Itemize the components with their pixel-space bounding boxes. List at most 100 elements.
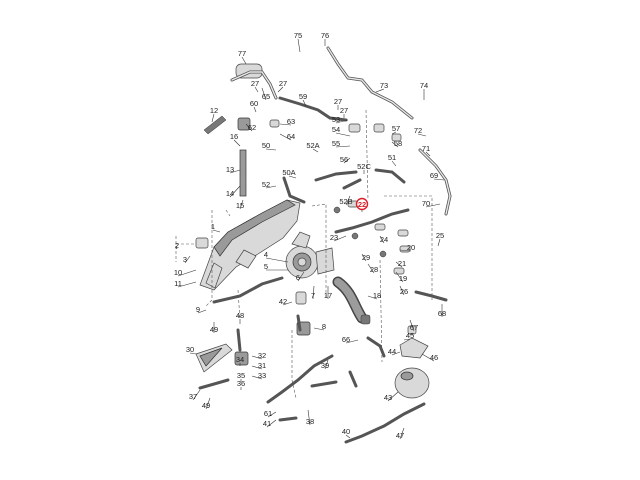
- callout-c14[interactable]: 14: [226, 189, 234, 198]
- callout-c74[interactable]: 74: [420, 81, 428, 90]
- callout-c19[interactable]: 19: [399, 274, 407, 283]
- callout-c10[interactable]: 10: [174, 268, 182, 277]
- callout-c32[interactable]: 32: [258, 351, 266, 360]
- callout-c52B[interactable]: 52B: [339, 197, 352, 206]
- callout-c67[interactable]: 67: [410, 323, 418, 332]
- callout-c24[interactable]: 24: [380, 235, 388, 244]
- leader-line-c52: [265, 185, 277, 189]
- callout-c64[interactable]: 64: [287, 132, 295, 141]
- callout-c4[interactable]: 4: [264, 250, 268, 259]
- callout-c9[interactable]: 9: [196, 305, 200, 314]
- callout-c34[interactable]: 34: [236, 355, 244, 364]
- callout-c52[interactable]: 52: [262, 180, 270, 189]
- intake-manifold: [199, 199, 301, 291]
- callout-c18[interactable]: 18: [373, 291, 381, 300]
- callout-c38[interactable]: 38: [306, 417, 314, 426]
- callout-c68[interactable]: 68: [438, 309, 446, 318]
- leader-line-c51: [391, 160, 397, 167]
- callout-c76[interactable]: 76: [321, 31, 329, 40]
- callout-c45[interactable]: 45: [406, 331, 414, 340]
- callout-c53[interactable]: 53: [332, 115, 340, 124]
- callout-c3[interactable]: 3: [183, 255, 187, 264]
- callout-c40[interactable]: 40: [342, 427, 350, 436]
- callout-c36[interactable]: 36: [237, 379, 245, 388]
- callout-c57[interactable]: 57: [392, 124, 400, 133]
- callout-c2[interactable]: 2: [175, 241, 179, 250]
- callout-c59[interactable]: 59: [299, 92, 307, 101]
- callout-c73[interactable]: 73: [380, 81, 388, 90]
- callout-c27a[interactable]: 27: [279, 79, 287, 88]
- leader-line-c54: [335, 132, 351, 137]
- callout-c71[interactable]: 71: [422, 144, 430, 153]
- callout-c27c[interactable]: 27: [340, 106, 348, 115]
- callout-c56[interactable]: 56: [340, 155, 348, 164]
- callout-c21[interactable]: 21: [398, 259, 406, 268]
- leader-line-c44: [391, 351, 401, 356]
- callout-c8[interactable]: 8: [322, 322, 326, 331]
- callout-c7[interactable]: 7: [311, 291, 315, 300]
- callout-c55[interactable]: 55: [332, 139, 340, 148]
- callout-c54[interactable]: 54: [332, 125, 340, 134]
- callout-c37[interactable]: 37: [189, 392, 197, 401]
- callout-c48[interactable]: 48: [236, 311, 244, 320]
- callout-c27b[interactable]: 27: [251, 79, 259, 88]
- callout-c27d[interactable]: 27: [334, 97, 342, 106]
- callout-c44[interactable]: 44: [388, 347, 396, 356]
- callout-c31[interactable]: 31: [258, 361, 266, 370]
- callout-c25[interactable]: 25: [436, 231, 444, 240]
- callout-c47[interactable]: 47: [396, 431, 404, 440]
- callout-c65[interactable]: 65: [262, 92, 270, 101]
- leader-line-c38: [307, 409, 311, 426]
- leader-line-c77: [241, 56, 247, 65]
- callout-c15[interactable]: 15: [236, 201, 244, 210]
- callout-c77[interactable]: 77: [238, 49, 246, 58]
- callout-c69[interactable]: 69: [430, 171, 438, 180]
- callout-c58[interactable]: 58: [394, 139, 402, 148]
- callout-c13[interactable]: 13: [226, 165, 234, 174]
- callout-c22[interactable]: 22: [358, 200, 366, 209]
- callout-c62[interactable]: 62: [248, 123, 256, 132]
- callout-c51[interactable]: 51: [388, 153, 396, 162]
- callout-c50[interactable]: 50: [262, 141, 270, 150]
- callout-c23[interactable]: 23: [330, 233, 338, 242]
- leader-line-c27a: [277, 86, 284, 93]
- callout-c75[interactable]: 75: [294, 31, 302, 40]
- callout-c30[interactable]: 30: [186, 345, 194, 354]
- callout-c49b[interactable]: 49: [202, 401, 210, 410]
- callout-c52A[interactable]: 52A: [306, 141, 319, 150]
- leader-line-c42: [282, 301, 293, 306]
- callout-c26[interactable]: 26: [400, 287, 408, 296]
- callout-c28[interactable]: 28: [370, 265, 378, 274]
- callout-c42[interactable]: 42: [279, 297, 287, 306]
- highlight-ring: [355, 197, 369, 211]
- leader-line-c31: [251, 365, 263, 370]
- callout-c49a[interactable]: 49: [210, 325, 218, 334]
- callout-c6[interactable]: 6: [296, 273, 300, 282]
- callout-c16[interactable]: 16: [230, 132, 238, 141]
- leader-line-c61: [267, 411, 277, 418]
- callout-c29[interactable]: 29: [362, 253, 370, 262]
- callout-c35[interactable]: 35: [237, 371, 245, 380]
- callout-c33[interactable]: 33: [258, 371, 266, 380]
- leader-line-c56: [343, 157, 351, 164]
- callout-c72[interactable]: 72: [414, 126, 422, 135]
- callout-c52C[interactable]: 52C: [357, 162, 371, 171]
- callout-c43[interactable]: 43: [384, 393, 392, 402]
- callout-c63[interactable]: 63: [287, 117, 295, 126]
- callout-c11[interactable]: 11: [174, 279, 182, 288]
- leader-line-c45: [403, 338, 411, 341]
- callout-c66[interactable]: 66: [342, 335, 350, 344]
- callout-c46[interactable]: 46: [430, 353, 438, 362]
- callout-c20[interactable]: 20: [407, 243, 415, 252]
- callout-c17[interactable]: 17: [324, 291, 332, 300]
- callout-c61[interactable]: 61: [264, 409, 272, 418]
- callout-c70[interactable]: 70: [422, 199, 430, 208]
- callout-c41[interactable]: 41: [263, 419, 271, 428]
- callout-c1[interactable]: 1: [211, 222, 215, 231]
- callout-c60[interactable]: 60: [250, 99, 258, 108]
- callout-c12[interactable]: 12: [210, 106, 218, 115]
- callout-c5[interactable]: 5: [264, 262, 268, 271]
- callout-c39[interactable]: 39: [321, 361, 329, 370]
- callout-c50A[interactable]: 50A: [282, 168, 295, 177]
